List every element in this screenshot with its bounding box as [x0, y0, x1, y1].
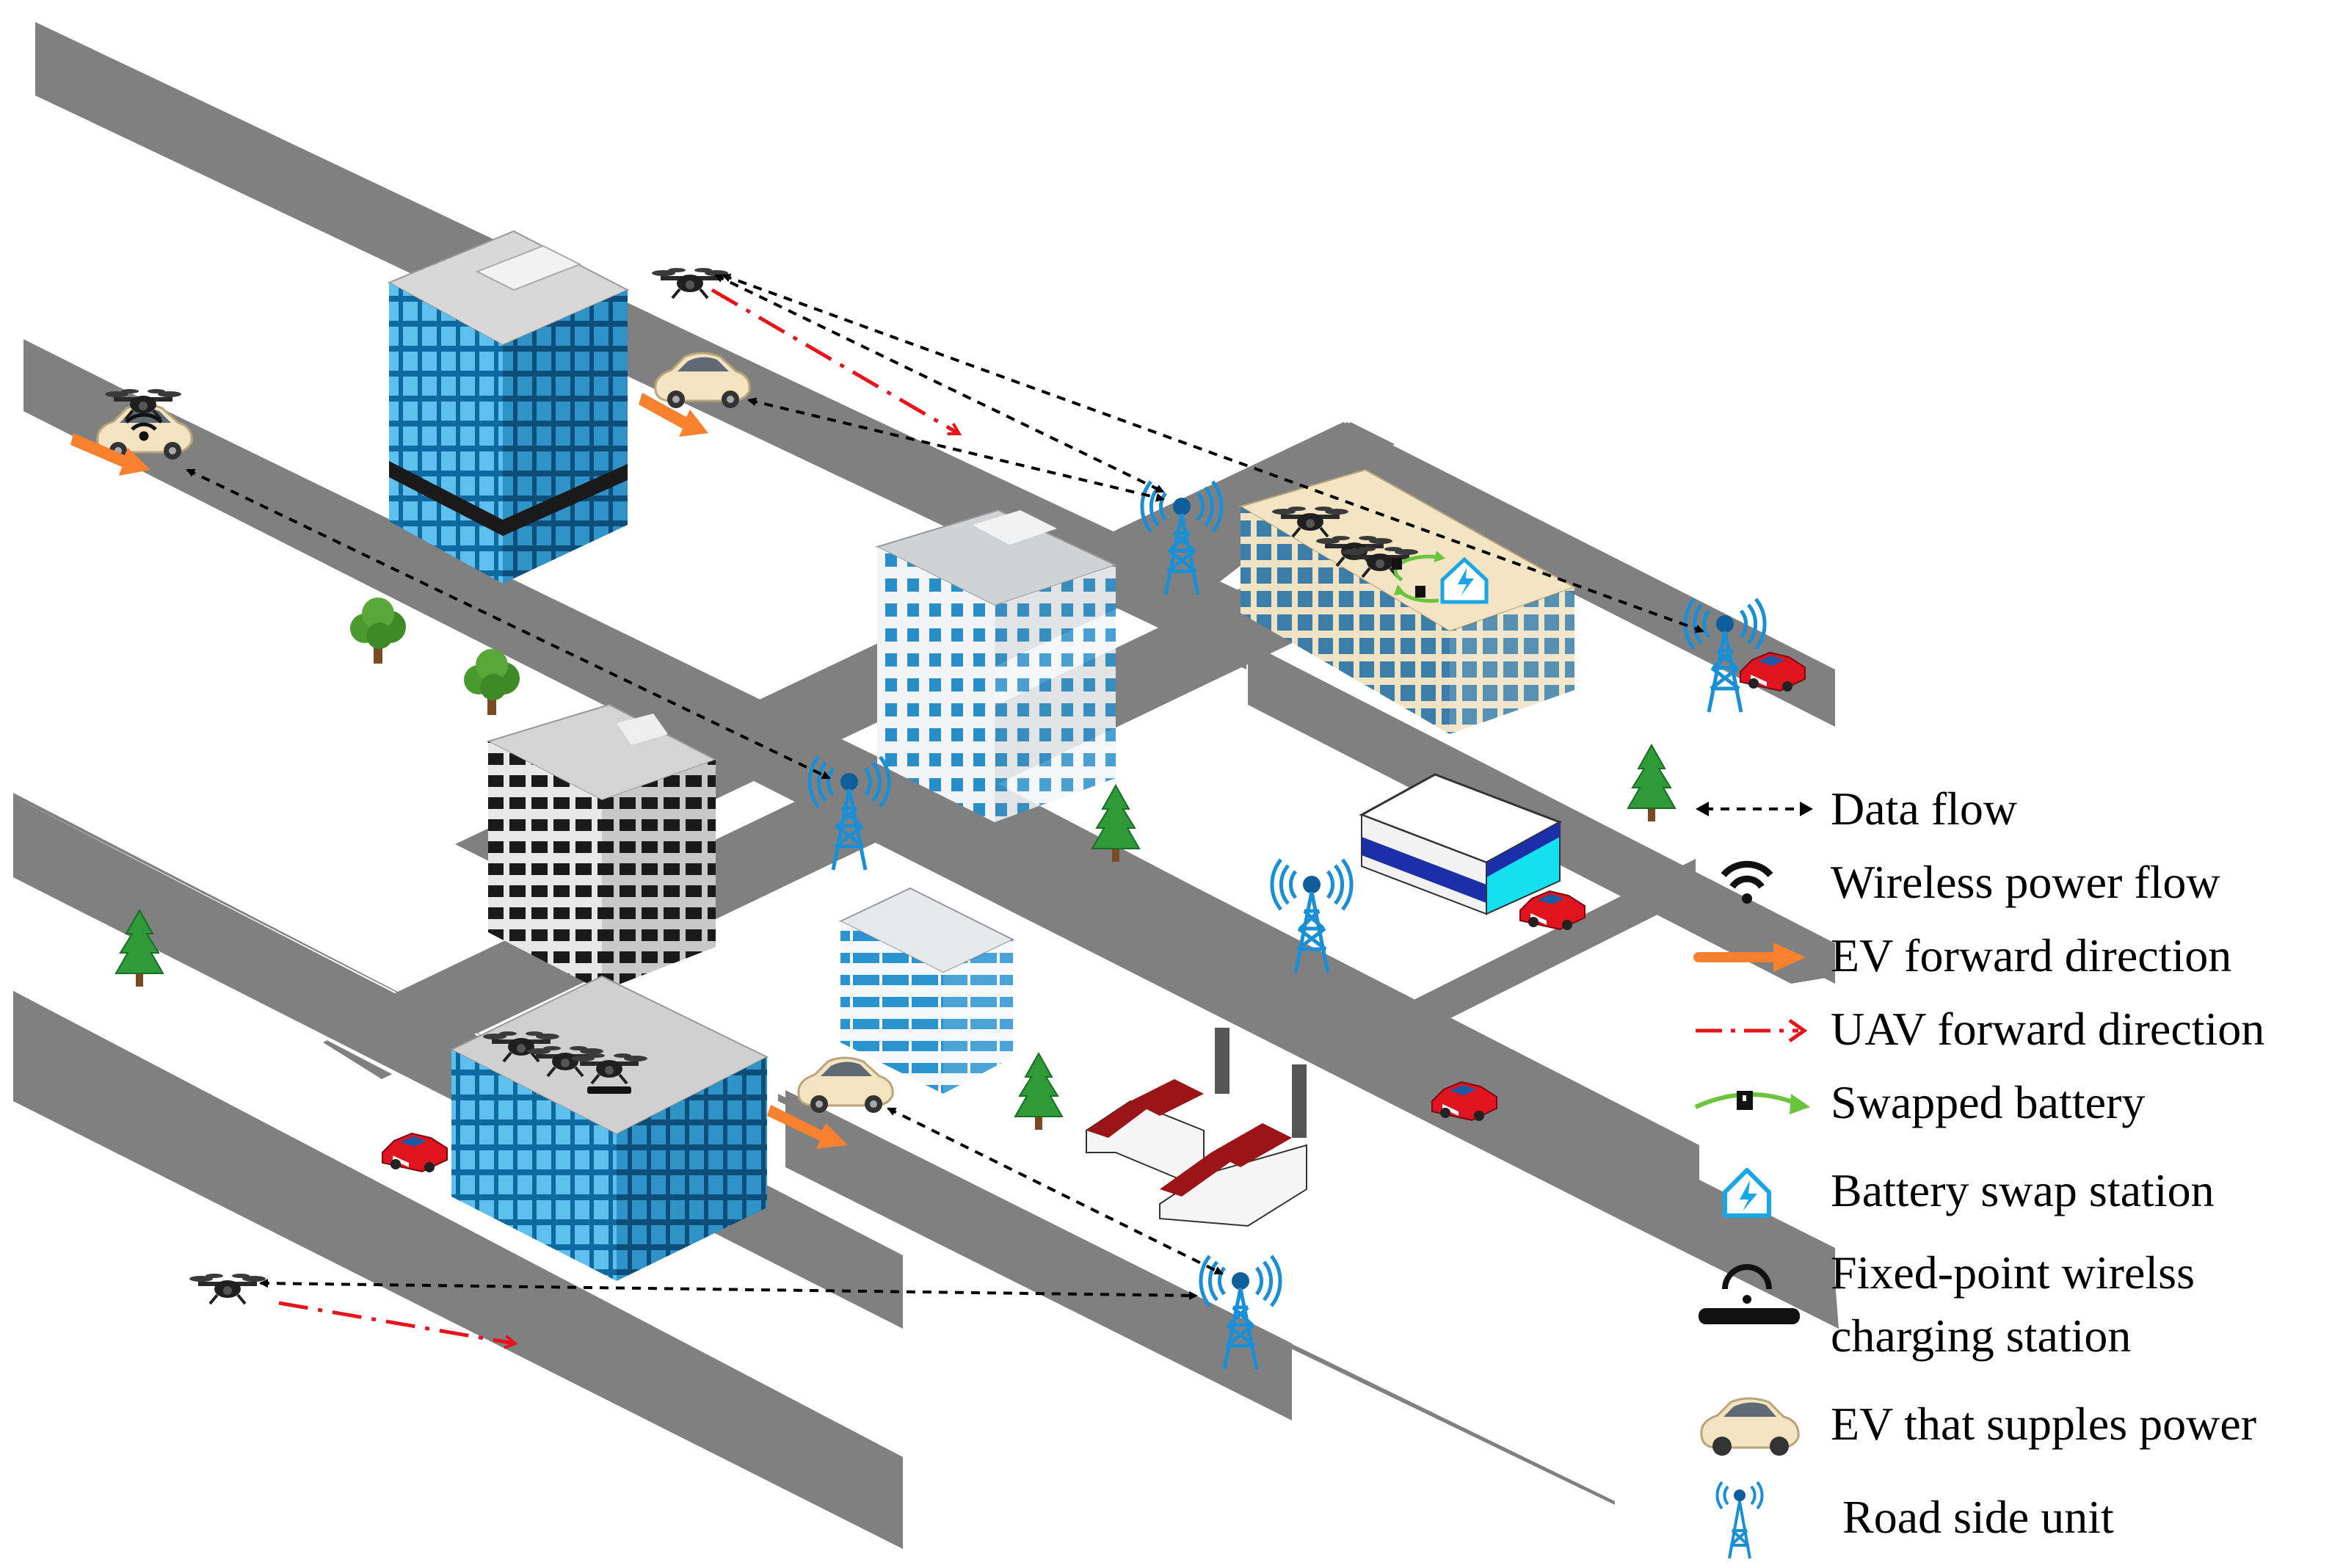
ev-car-icon: [797, 1056, 894, 1114]
drone-icon: [188, 1272, 267, 1305]
legend-data-flow-label: Data flow: [1831, 783, 2018, 835]
legend-road-side-unit-label: Road side unit: [1842, 1491, 2114, 1543]
factory: [1086, 1028, 1307, 1227]
legend-fixed-point-line2: charging station: [1831, 1310, 2132, 1362]
glass-tower-top-left: [387, 230, 630, 584]
red-car-icon: [382, 1133, 448, 1173]
white-tower-center: [875, 509, 1118, 822]
battery-swap-station-icon: [1723, 1168, 1771, 1218]
swapped-battery-icon: [1694, 1091, 1810, 1114]
legend-wireless-power-label: Wireless power flow: [1831, 856, 2220, 908]
charging-pad-icon: [1699, 1264, 1800, 1324]
rsu-tower-icon: [1715, 1481, 1764, 1559]
legend-swapped-battery-label: Swapped battery: [1831, 1076, 2146, 1128]
legend-ev-supplies-power-label: EV that supples power: [1831, 1398, 2257, 1450]
legend-ev-forward-label: EV forward direction: [1831, 929, 2232, 981]
legend-uav-forward-label: UAV forward direction: [1831, 1003, 2265, 1055]
wireless-power-icon: [125, 413, 163, 441]
road-bottom-long: [13, 991, 903, 1498]
data-flow-arrows: [186, 273, 1704, 1300]
grey-tower-middle: [486, 703, 718, 991]
white-blue-building: [838, 887, 1015, 1094]
ev-forward-arrow-icon: [1693, 943, 1806, 972]
data-flow-icon: [1696, 802, 1813, 816]
ev-car-icon: [1700, 1397, 1800, 1456]
wireless-power-icon: [1721, 860, 1773, 904]
charging-pad-icon: [587, 1086, 631, 1094]
road-far-bottom: [13, 1145, 903, 1498]
legend-fixed-point-line1: Fixed-point wirelss: [1831, 1246, 2195, 1299]
legend: Data flow Wireless power flow EV forward…: [1688, 778, 2332, 1568]
glass-tower-bottom: [449, 975, 769, 1281]
legend-battery-swap-station-label: Battery swap station: [1831, 1164, 2215, 1216]
uav-forward-arrow-icon: [1696, 1018, 1808, 1043]
ev-forward-arrows: [70, 393, 848, 1149]
store-building: [1359, 773, 1563, 915]
